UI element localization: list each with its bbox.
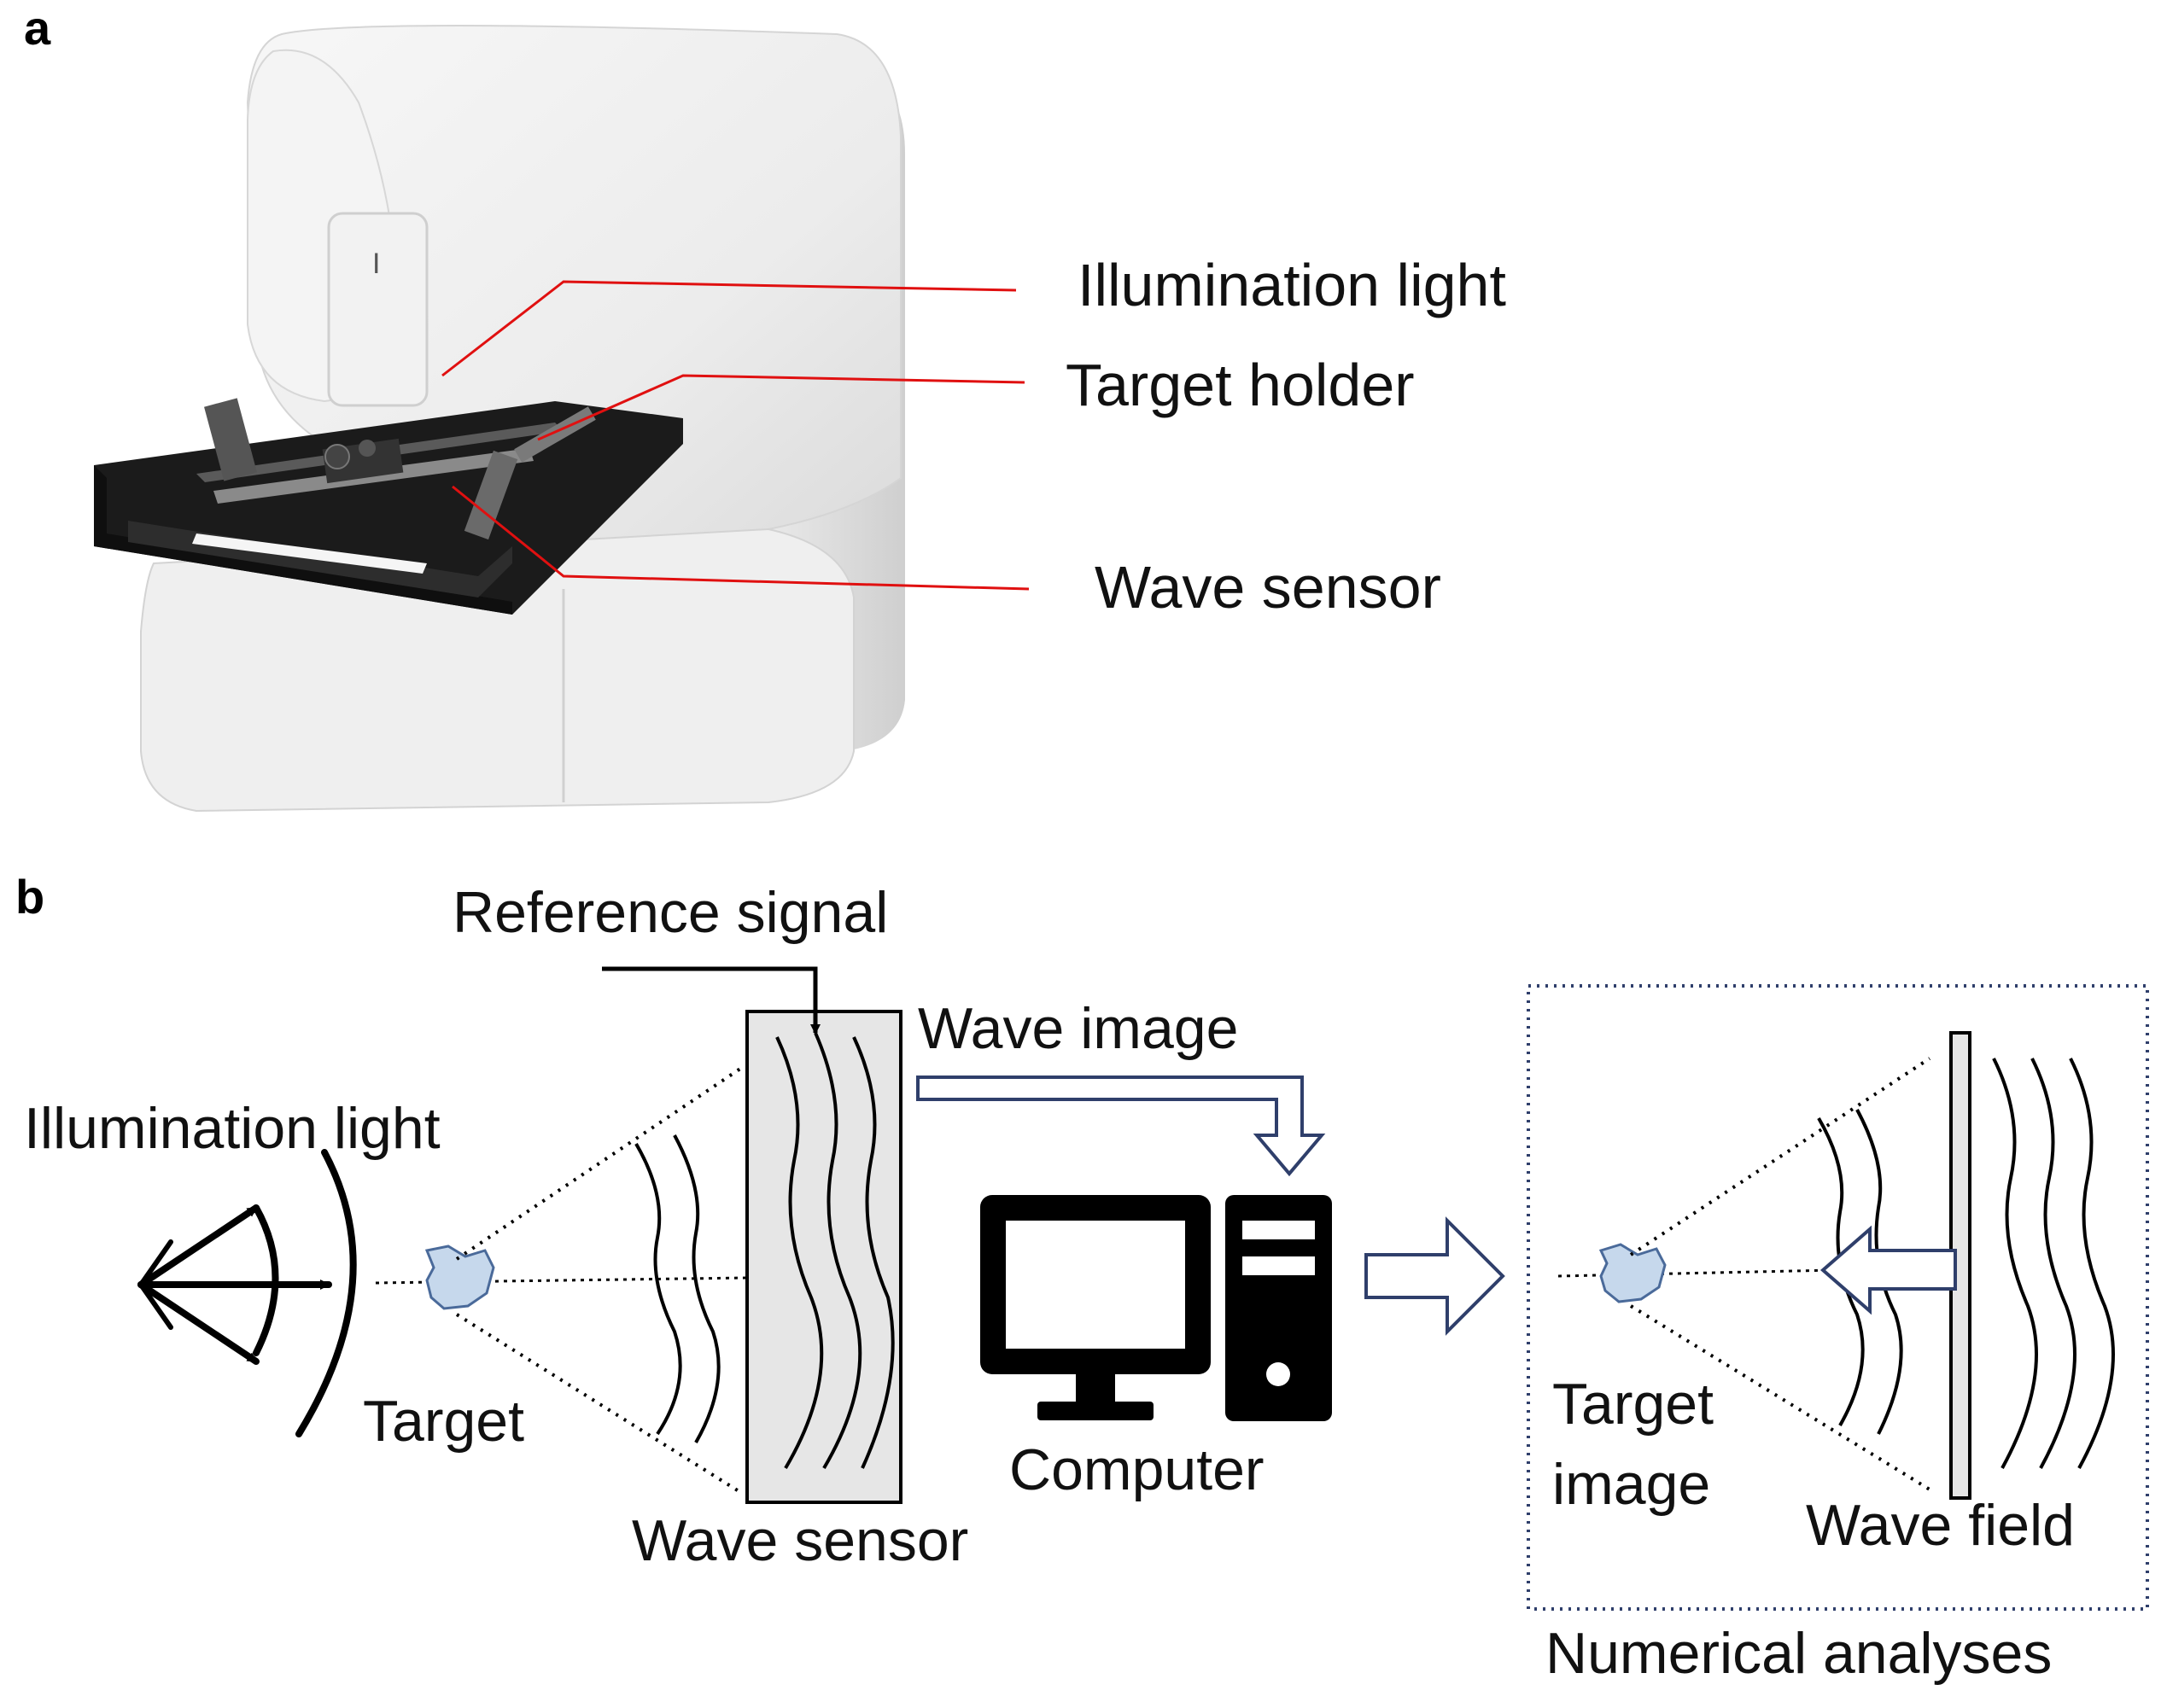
- label-target-image-line1: Target: [1552, 1372, 1714, 1437]
- label-wave-sensor-a: Wave sensor: [1095, 554, 1441, 621]
- label-wave-image: Wave image: [918, 996, 1238, 1061]
- computer-tower-icon: [1225, 1195, 1332, 1421]
- wave-lines-left: [634, 1134, 721, 1443]
- label-wave-sensor-b: Wave sensor: [632, 1508, 968, 1573]
- computer-monitor-icon: [980, 1195, 1211, 1420]
- label-numerical-analyses: Numerical analyses: [1545, 1621, 2052, 1686]
- reference-signal-arrow: [602, 966, 821, 1035]
- numerical-analyses-box: [1527, 984, 2149, 1611]
- wave-lines-analyses-far: [1992, 1058, 2115, 1469]
- label-illumination-light-b: Illumination light: [24, 1096, 441, 1161]
- panel-a-letter: a: [24, 1, 51, 55]
- target-image-shape: [1598, 1243, 1667, 1303]
- wave-image-arrow-icon: [916, 1076, 1326, 1177]
- label-computer: Computer: [1009, 1437, 1265, 1502]
- hollow-arrow-icon: [1364, 1216, 1505, 1336]
- label-reference-signal: Reference signal: [453, 880, 888, 945]
- leader-lines: [441, 280, 1030, 591]
- back-propagation-arrow-icon: [1819, 1225, 1957, 1315]
- label-target: Target: [363, 1389, 524, 1454]
- panel-b-letter: b: [15, 870, 44, 924]
- power-panel: [327, 212, 429, 407]
- device-photo: I: [94, 25, 905, 813]
- label-target-image-line2: image: [1552, 1452, 1710, 1517]
- projection-lines-analyses: [1629, 1057, 1931, 1491]
- wave-lines-sensor: [775, 1032, 895, 1470]
- projection-lines: [455, 1065, 745, 1495]
- label-wave-field: Wave field: [1806, 1493, 2075, 1558]
- label-target-holder: Target holder: [1066, 352, 1415, 418]
- target-shape: [424, 1245, 495, 1310]
- power-button-glyph-icon: I: [372, 248, 380, 280]
- light-source-icon: [137, 1149, 357, 1437]
- label-illumination-light-a: Illumination light: [1078, 252, 1506, 318]
